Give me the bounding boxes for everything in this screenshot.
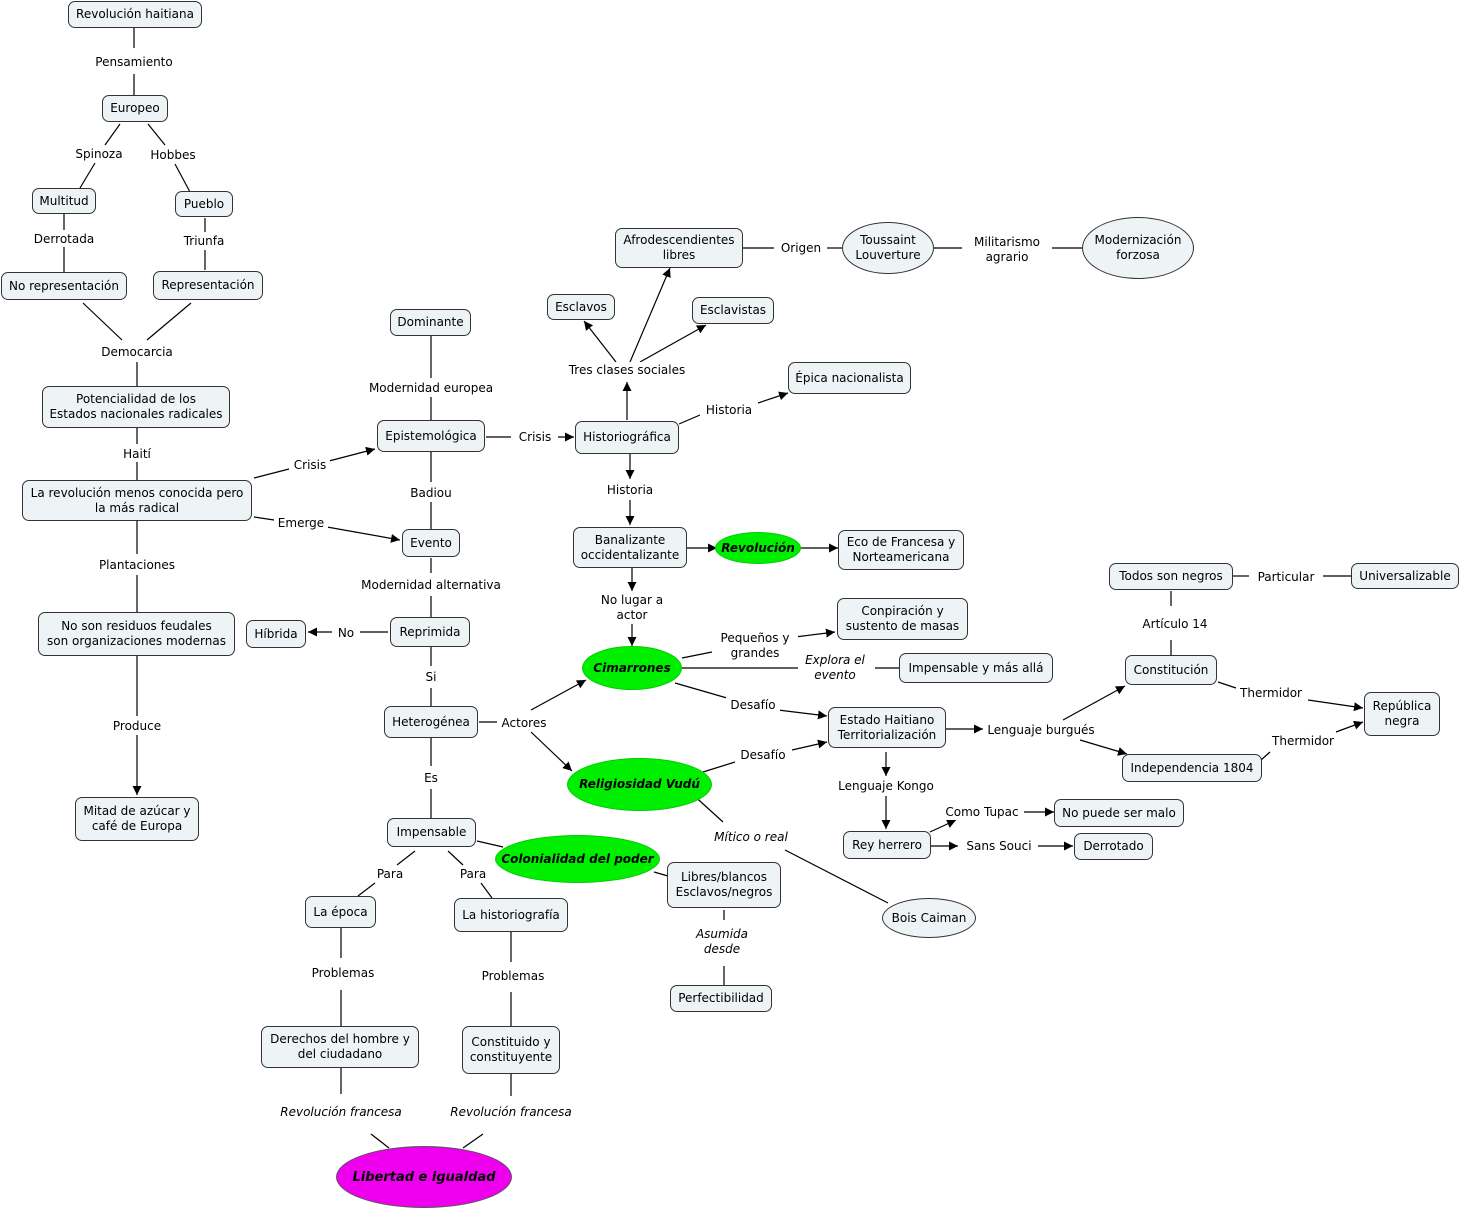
label-lenguaje-kongo: Lenguaje Kongo [834, 778, 938, 794]
label-es: Es [420, 770, 442, 786]
label-lenguaje-burgues: Lenguaje burgués [984, 722, 1098, 738]
node-impensable-mas-alla[interactable]: Impensable y más allá [899, 653, 1053, 683]
node-hibrida[interactable]: Híbrida [246, 620, 306, 648]
node-dominante[interactable]: Dominante [390, 309, 471, 336]
node-esclavistas[interactable]: Esclavistas [692, 297, 774, 324]
node-la-epoca[interactable]: La época [305, 896, 376, 928]
label-modernidad-alternativa: Modernidad alternativa [356, 577, 506, 593]
node-colonialidad-poder[interactable]: Colonialidad del poder [495, 835, 660, 883]
node-toussaint-louverture[interactable]: Toussaint Louverture [842, 222, 934, 274]
node-todos-negros[interactable]: Todos son negros [1109, 563, 1233, 590]
label-badiou: Badiou [404, 485, 458, 501]
label-para-1: Para [371, 866, 409, 882]
node-europeo[interactable]: Europeo [102, 95, 168, 122]
label-no: No [334, 625, 358, 641]
label-hobbes: Hobbes [148, 147, 198, 163]
node-revolucion-haitiana[interactable]: Revolución haitiana [68, 1, 202, 28]
node-no-puede-ser-malo[interactable]: No puede ser malo [1054, 799, 1184, 827]
label-modernidad-europea: Modernidad europea [364, 380, 498, 396]
label-plantaciones: Plantaciones [94, 557, 180, 573]
node-evento[interactable]: Evento [402, 529, 460, 557]
label-particular: Particular [1249, 569, 1323, 585]
node-revolucion[interactable]: Revolución [715, 532, 801, 564]
node-religiosidad-vudu[interactable]: Religiosidad Vudú [567, 758, 712, 811]
node-la-historiografia[interactable]: La historiografía [454, 898, 568, 932]
label-si: Si [420, 669, 442, 685]
node-pueblo[interactable]: Pueblo [175, 191, 233, 217]
node-cimarrones[interactable]: Cimarrones [582, 646, 682, 690]
node-constitucion[interactable]: Constitución [1125, 655, 1217, 685]
label-origen: Origen [775, 240, 827, 256]
node-constituido[interactable]: Constituido y constituyente [462, 1026, 560, 1074]
label-spinoza: Spinoza [72, 146, 126, 162]
label-militarismo: Militarismo agrario [962, 235, 1052, 265]
node-no-representacion[interactable]: No representación [1, 272, 127, 300]
label-articulo-14: Artículo 14 [1130, 616, 1220, 632]
node-rey-herrero[interactable]: Rey herrero [843, 831, 931, 859]
node-revolucion-menos-conocida[interactable]: La revolución menos conocida pero la más… [22, 480, 252, 521]
label-mitico-real: Mítico o real [708, 829, 794, 845]
node-representacion[interactable]: Representación [153, 271, 263, 300]
node-banalizante[interactable]: Banalizante occidentalizante [573, 527, 687, 568]
label-historia-1: Historia [700, 402, 758, 418]
label-sans-souci: Sans Souci [960, 838, 1038, 854]
label-thermidor-1: Thermidor [1236, 685, 1306, 701]
label-actores: Actores [497, 715, 551, 731]
label-haiti: Haití [118, 446, 156, 462]
node-multitud[interactable]: Multitud [32, 188, 96, 214]
node-reprimida[interactable]: Reprimida [390, 617, 470, 647]
node-no-residuos-feudales[interactable]: No son residuos feudales son organizacio… [38, 612, 235, 656]
node-republica-negra[interactable]: República negra [1364, 692, 1440, 736]
label-no-lugar: No lugar a actor [594, 593, 670, 623]
node-eco-francesa[interactable]: Eco de Francesa y Norteamericana [838, 530, 964, 570]
label-desafio-1: Desafío [726, 697, 780, 713]
label-tres-clases: Tres clases sociales [564, 362, 690, 378]
node-epistemologica[interactable]: Epistemológica [377, 420, 485, 452]
label-historia-2: Historia [601, 482, 659, 498]
label-desafio-2: Desafío [736, 747, 790, 763]
node-epica-nacionalista[interactable]: Épica nacionalista [788, 362, 911, 394]
label-thermidor-2: Thermidor [1268, 733, 1338, 749]
label-revolucion-francesa-1: Revolución francesa [274, 1104, 408, 1120]
node-esclavos[interactable]: Esclavos [547, 294, 615, 320]
node-universalizable[interactable]: Universalizable [1351, 563, 1459, 589]
node-modernizacion-forzosa[interactable]: Modernización forzosa [1082, 217, 1194, 279]
label-emerge: Emerge [274, 515, 328, 531]
label-produce: Produce [108, 718, 166, 734]
node-conspiracion[interactable]: Conpiración y sustento de masas [837, 598, 968, 640]
node-historiografica[interactable]: Historiográfica [575, 421, 679, 454]
node-potencialidad[interactable]: Potencialidad de los Estados nacionales … [42, 386, 230, 428]
node-mitad-azucar[interactable]: Mitad de azúcar y café de Europa [75, 797, 199, 841]
node-estado-haitiano[interactable]: Estado Haitiano Territorialización [828, 707, 946, 748]
node-impensable[interactable]: Impensable [387, 818, 476, 847]
label-revolucion-francesa-2: Revolución francesa [444, 1104, 578, 1120]
node-heterogenea[interactable]: Heterogénea [384, 706, 478, 738]
label-derrotada: Derrotada [30, 231, 98, 247]
label-crisis-1: Crisis [290, 457, 330, 473]
label-para-2: Para [454, 866, 492, 882]
node-bois-caiman[interactable]: Bois Caiman [882, 898, 976, 938]
label-democarcia: Democarcia [98, 344, 176, 360]
label-pensamiento: Pensamiento [92, 54, 176, 70]
label-triunfa: Triunfa [180, 233, 228, 249]
node-libres-blancos[interactable]: Libres/blancos Esclavos/negros [667, 862, 781, 908]
label-problemas-1: Problemas [306, 965, 380, 981]
node-derrotado[interactable]: Derrotado [1074, 833, 1153, 860]
label-problemas-2: Problemas [476, 968, 550, 984]
label-explora-evento: Explora el evento [798, 653, 872, 683]
node-derechos-hombre[interactable]: Derechos del hombre y del ciudadano [261, 1026, 419, 1068]
label-pequenos-grandes: Pequeños y grandes [712, 631, 798, 661]
node-libertad-igualdad[interactable]: Libertad e igualdad [336, 1146, 512, 1208]
node-afrodescendientes[interactable]: Afrodescendientes libres [615, 228, 743, 268]
label-crisis-2: Crisis [512, 429, 558, 445]
node-perfectibilidad[interactable]: Perfectibilidad [670, 985, 772, 1012]
label-como-tupac: Como Tupac [940, 804, 1024, 820]
label-asumida-desde: Asumida desde [690, 927, 754, 957]
node-independencia-1804[interactable]: Independencia 1804 [1122, 754, 1262, 782]
